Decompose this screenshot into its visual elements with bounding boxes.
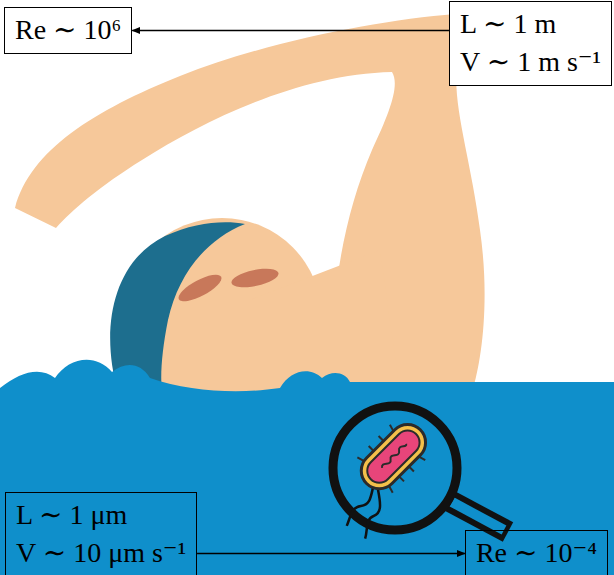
bacterium-pili (357, 425, 425, 493)
quantity-label: L ∼ 1 m (460, 5, 601, 43)
magnifier-handle (448, 500, 508, 532)
quantity-label: V ∼ 1 m s⁻¹ (460, 43, 601, 81)
flagellum (347, 489, 396, 538)
quantity-box: L ∼ 1 mV ∼ 1 m s⁻¹ (449, 1, 612, 86)
quantity-label: V ∼ 10 μm s⁻¹ (16, 534, 186, 572)
quantity-label: L ∼ 1 μm (16, 496, 186, 534)
water (0, 360, 614, 575)
bacterium (318, 412, 447, 541)
quantity-box: L ∼ 1 μmV ∼ 10 μm s⁻¹ (5, 492, 197, 575)
quantity-box: Re ∼ 10⁶ (4, 7, 132, 54)
bacterium-dna (381, 442, 408, 469)
quantity-box: Re ∼ 10⁻⁴ (465, 530, 608, 575)
swimmer-arm (15, 14, 507, 392)
magnifier-handle (452, 502, 504, 530)
flagellum (340, 485, 381, 526)
arrow-connector (197, 553, 465, 555)
magnifier-lens (333, 406, 457, 530)
quantity-label: Re ∼ 10⁶ (15, 11, 121, 49)
bacterium-body (362, 425, 424, 487)
bacterium-wall (354, 417, 433, 496)
arrow-connector (132, 30, 449, 32)
quantity-label: Re ∼ 10⁻⁴ (476, 534, 597, 572)
swimmer-brow (230, 265, 280, 291)
swimmer-brow (175, 270, 225, 307)
